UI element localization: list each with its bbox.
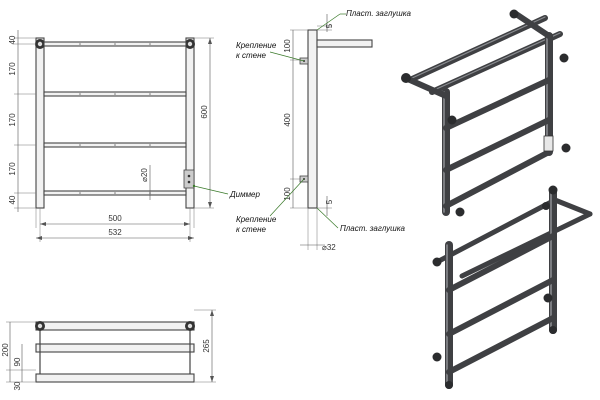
dim-400: 400: [283, 113, 292, 127]
top-view: 200 90 30 265: [1, 309, 216, 390]
left-upright: [35, 37, 45, 209]
dim-top-40: 40: [8, 35, 17, 44]
dim-width-500: 500: [108, 214, 122, 223]
mount-bottom-label-1: Крепление: [236, 215, 277, 224]
dim-cap-5-top: 5: [325, 23, 334, 28]
top-rail-front: [35, 373, 195, 383]
render-3d-front: [401, 9, 571, 217]
render1-dimmer: [543, 135, 554, 152]
side-view: 100 400 100 5 5 ⌀32 Пласт. заглушка Креп…: [236, 9, 412, 252]
dim-width-532: 532: [108, 228, 122, 237]
dim-gap-170-3: 170: [8, 162, 17, 176]
render-3d-back: [432, 185, 593, 389]
dim-tube-20: ⌀20: [140, 168, 149, 182]
dim-mount-100-top: 100: [283, 39, 292, 53]
top-rail-back: [35, 321, 195, 331]
dim-200: 200: [1, 343, 10, 357]
dim-90: 90: [13, 357, 22, 366]
dim-265: 265: [202, 339, 211, 353]
dim-30: 30: [13, 381, 22, 390]
dim-tube-32: ⌀32: [322, 243, 336, 252]
mount-top-label-1: Крепление: [236, 41, 277, 50]
dim-gap-170-2: 170: [8, 113, 17, 127]
dim-cap-5-bottom: 5: [325, 199, 334, 204]
dim-gap-170-1: 170: [8, 62, 17, 76]
cap-top-label: Пласт. заглушка: [346, 9, 412, 18]
front-view: 40 170 170 170 40 600 ⌀20 500 532 Диммер: [8, 30, 261, 242]
side-tube: [307, 29, 318, 209]
cap-bottom-label: Пласт. заглушка: [340, 224, 406, 233]
dim-bottom-40: 40: [8, 195, 17, 204]
top-rail-mid: [35, 343, 195, 353]
dim-mount-100-bottom: 100: [283, 187, 292, 201]
mount-bottom-label-2: к стене: [236, 225, 267, 234]
dimmer-label: Диммер: [229, 190, 261, 199]
mount-top-label-2: к стене: [236, 51, 267, 60]
side-top-arm: [316, 39, 373, 48]
render1-cap-1: [401, 73, 411, 83]
dimmer-box: [183, 169, 195, 189]
dim-height-600: 600: [200, 105, 209, 119]
render2-cap-1: [432, 257, 442, 267]
